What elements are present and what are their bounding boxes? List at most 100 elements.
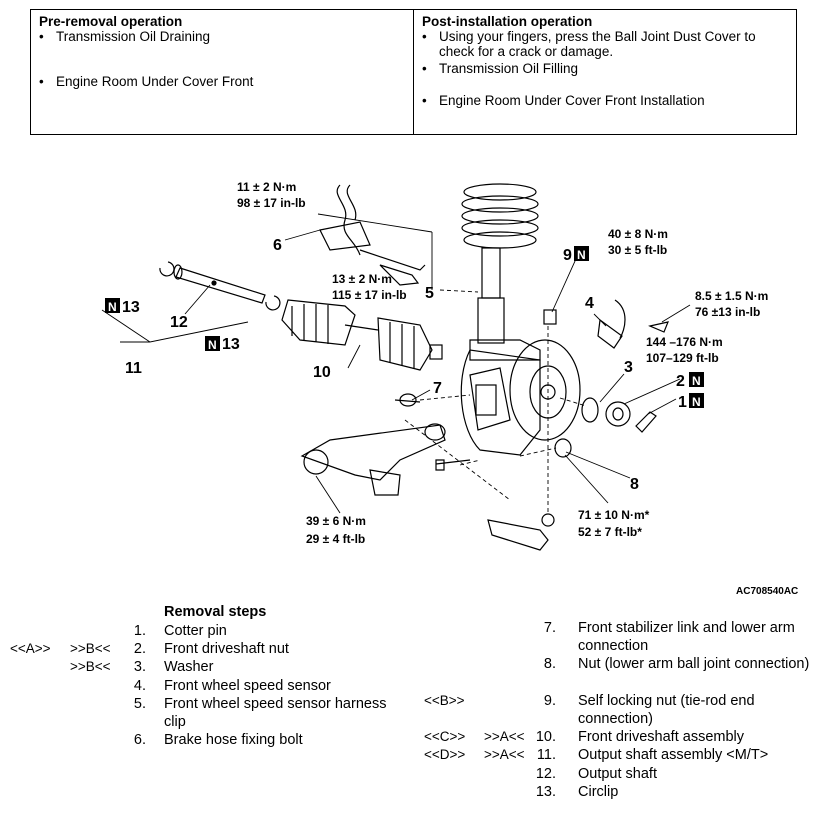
step-code: >>B<<: [70, 641, 111, 657]
washer: [581, 397, 599, 423]
torque-label: 29 ± 4 ft-lb: [306, 532, 365, 546]
callout-13: 13: [122, 299, 140, 316]
callout-1: 1: [678, 394, 687, 411]
lower-arm: [300, 423, 446, 496]
step-text: Nut (lower arm ball joint connection): [578, 656, 810, 673]
removal-step: <<D>> >>A<< 11. Output shaft assembly <M…: [420, 746, 815, 764]
step-text: Front wheel speed sensor harness clip: [164, 695, 387, 730]
step-text: Front wheel speed sensor: [164, 677, 331, 694]
lower-arm-ball-joint-nut: [554, 438, 572, 458]
pre-removal-item: Engine Room Under Cover Front: [39, 74, 405, 89]
coil-spring: [461, 183, 539, 249]
step-number: 2.: [133, 641, 146, 658]
torque-label: 76 ±13 in-lb: [695, 305, 760, 319]
removal-step: <<B>> 9. Self locking nut (tie-rod end c…: [420, 692, 815, 728]
torque-label: 144 –176 N·m: [646, 335, 723, 349]
step-number: 5.: [133, 695, 146, 712]
pre-removal-item: Transmission Oil Draining: [39, 29, 405, 44]
post-installation-item: Transmission Oil Filling: [422, 61, 788, 76]
torque-label: 98 ± 17 in-lb: [237, 196, 306, 210]
tie-rod-end: [487, 513, 555, 551]
removal-steps-right: 7. Front stabilizer link and lower arm c…: [420, 619, 815, 801]
removal-step: >>B<< 3. Washer: [0, 658, 420, 676]
step-text: Front driveshaft nut: [164, 641, 289, 658]
step-text: Brake hose fixing bolt: [164, 732, 303, 749]
step-number: 3.: [133, 659, 146, 676]
post-installation-column: Post-installation operation Using your f…: [413, 10, 796, 134]
svg-text:N: N: [692, 374, 701, 388]
self-locking-nut: [543, 309, 557, 325]
removal-step: 7. Front stabilizer link and lower arm c…: [420, 619, 815, 655]
step-text: Self locking nut (tie-rod end connection…: [578, 692, 755, 727]
step-code: <<A>>: [10, 641, 51, 657]
driveshaft-nut: [605, 401, 631, 427]
n-marker: N: [105, 298, 120, 314]
circlip: [265, 295, 281, 311]
removal-step: 6. Brake hose fixing bolt: [0, 731, 420, 749]
callout-5: 5: [425, 285, 434, 302]
callout-3: 3: [624, 359, 633, 376]
torque-label: 115 ± 17 in-lb: [332, 288, 407, 302]
torque-label: 39 ± 6 N·m: [306, 514, 366, 528]
step-text: Output shaft assembly <M/T>: [578, 747, 769, 764]
step-code: <<B>>: [424, 692, 465, 708]
torque-label: 71 ± 10 N·m*: [578, 508, 650, 522]
torque-label: 52 ± 7 ft-lb*: [578, 525, 642, 539]
cotter-pin: [635, 411, 657, 433]
callout-13: 13: [222, 336, 240, 353]
callout-4: 4: [585, 295, 594, 312]
post-installation-item: Using your fingers, press the Ball Joint…: [422, 29, 788, 59]
step-text: Output shaft: [578, 765, 657, 782]
svg-text:N: N: [108, 300, 117, 314]
svg-text:N: N: [577, 248, 586, 262]
step-number: 10.: [535, 729, 556, 746]
removal-step: <<A>> >>B<< 2. Front driveshaft nut: [0, 640, 420, 658]
removal-step: <<C>> >>A<< 10. Front driveshaft assembl…: [420, 728, 815, 746]
step-number: 11.: [536, 747, 556, 764]
n-marker: N: [205, 336, 220, 352]
circlip: [159, 261, 175, 277]
step-text: Front stabilizer link and lower arm conn…: [578, 620, 795, 655]
torque-label: 30 ± 5 ft-lb: [608, 243, 667, 257]
removal-step: 4. Front wheel speed sensor: [0, 677, 420, 695]
stabilizer-link-nut: [394, 393, 421, 407]
removal-step: 13. Circlip: [420, 783, 815, 801]
torque-label: 8.5 ± 1.5 N·m: [695, 289, 768, 303]
n-marker: N: [689, 372, 704, 388]
step-code: <<D>>: [424, 747, 466, 763]
removal-steps-left: 1. Cotter pin <<A>> >>B<< 2. Front drive…: [0, 622, 420, 749]
pre-removal-title: Pre-removal operation: [39, 14, 183, 29]
removal-step: 8. Nut (lower arm ball joint connection): [420, 655, 815, 691]
svg-text:N: N: [692, 395, 701, 409]
torque-label: 40 ± 8 N·m: [608, 227, 668, 241]
step-code: >>B<<: [70, 659, 111, 675]
post-installation-title: Post-installation operation: [422, 14, 593, 29]
callout-12: 12: [170, 314, 188, 331]
steering-knuckle: [460, 339, 581, 456]
step-number: 8.: [543, 656, 556, 673]
pre-removal-column: Pre-removal operation Transmission Oil D…: [31, 10, 413, 134]
n-marker: N: [574, 246, 589, 262]
callout-11: 11: [125, 360, 142, 377]
step-code: >>A<<: [484, 747, 525, 763]
step-text: Front driveshaft assembly: [578, 729, 745, 746]
strut-assembly: [469, 247, 541, 361]
front-driveshaft-assembly: [281, 299, 443, 371]
output-shaft: [173, 264, 266, 304]
torque-label: 13 ± 2 N·m: [332, 272, 392, 286]
figure-id: AC708540AC: [736, 586, 798, 595]
exploded-diagram: 11 ± 2 N·m 98 ± 17 in-lb 13 ± 2 N·m 115 …: [101, 180, 798, 595]
post-installation-item: Engine Room Under Cover Front Installati…: [422, 93, 788, 108]
callout-9: 9: [563, 247, 572, 264]
fixing-bolt: [435, 459, 471, 471]
step-number: 4.: [133, 677, 146, 694]
step-text: Washer: [164, 659, 214, 676]
torque-label: 107–129 ft-lb: [646, 351, 719, 365]
step-number: 12.: [535, 765, 556, 782]
step-code: >>A<<: [484, 729, 525, 745]
removal-step: 12. Output shaft: [420, 765, 815, 783]
step-number: 9.: [543, 692, 556, 709]
removal-steps-title: Removal steps: [164, 604, 267, 620]
n-marker: N: [689, 393, 704, 409]
brake-hose: [319, 184, 426, 271]
